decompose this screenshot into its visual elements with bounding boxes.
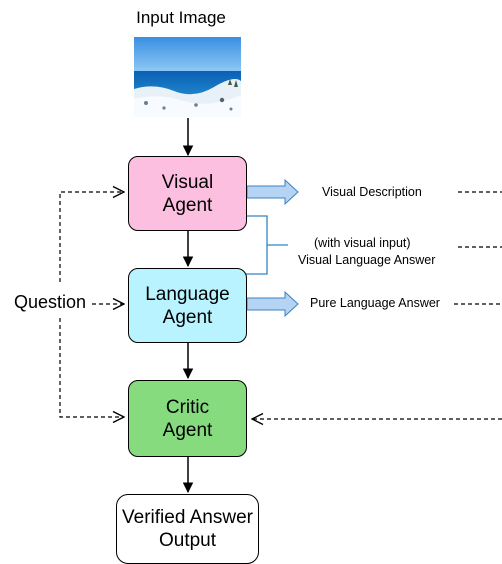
question-label: Question — [14, 292, 87, 312]
pure-language-label: Pure Language Answer — [310, 296, 440, 310]
verified-answer-label: Verified Answer Output — [122, 507, 253, 551]
critic-agent-box: Critic Agent — [128, 380, 247, 457]
language-agent-label: Language Agent — [145, 283, 230, 328]
visual-language-bracket — [246, 215, 288, 275]
visual-agent-label: Visual Agent — [161, 171, 214, 216]
visual-language-label-line1: (with visual input) — [314, 236, 411, 250]
question-to-critic-line — [59, 318, 124, 417]
visual-language-label-line2: Visual Language Answer — [298, 253, 436, 267]
input-image — [134, 37, 241, 117]
visual-agent-box: Visual Agent — [128, 156, 247, 231]
language-output-arrow — [246, 290, 299, 318]
visual-output-arrow — [246, 178, 299, 206]
visual-description-label: Visual Description — [322, 185, 422, 199]
language-agent-box: Language Agent — [128, 268, 247, 343]
input-image-title: Input Image — [136, 8, 226, 27]
question-to-visual-line — [59, 192, 124, 282]
critic-agent-label: Critic Agent — [162, 396, 213, 441]
verified-answer-box: Verified Answer Output — [116, 494, 259, 564]
